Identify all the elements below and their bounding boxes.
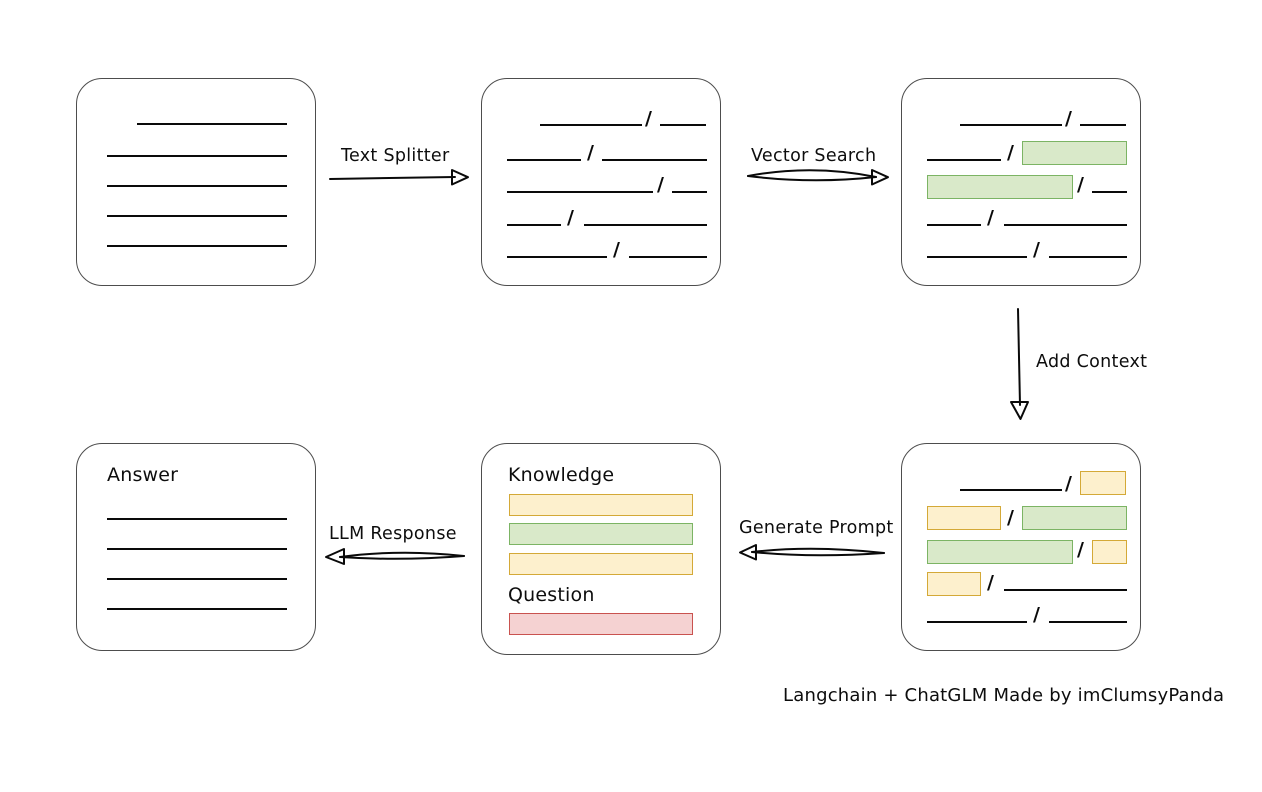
answer-line <box>107 548 287 550</box>
chunk-slash: / <box>987 206 994 229</box>
edge-label-generate-prompt: Generate Prompt <box>739 518 894 538</box>
chunk-highlight-yellow <box>1080 471 1126 495</box>
chunk-line <box>660 124 706 126</box>
edge-label-text-splitter: Text Splitter <box>341 146 450 166</box>
chunk-slash: / <box>1007 506 1014 529</box>
arrow-vector-search <box>747 169 889 186</box>
node-source-document[interactable] <box>76 78 316 286</box>
chunk-line <box>927 621 1027 623</box>
arrow-llm-response <box>325 548 465 565</box>
knowledge-chip-green <box>509 523 693 545</box>
chunk-line <box>507 256 607 258</box>
chunk-slash: / <box>587 141 594 164</box>
answer-line <box>107 578 287 580</box>
answer-heading: Answer <box>107 464 179 486</box>
question-chip-red <box>509 613 693 635</box>
edge-label-llm-response: LLM Response <box>329 524 457 544</box>
footer-caption: Langchain + ChatGLM Made by imClumsyPand… <box>783 685 1225 706</box>
chunk-slash: / <box>567 206 574 229</box>
chunk-slash: / <box>1033 238 1040 261</box>
chunk-highlight-green <box>1022 506 1127 530</box>
chunk-line <box>507 224 561 226</box>
node-vector-matched-chunks[interactable]: / / / / / <box>901 78 1141 286</box>
chunk-highlight-yellow <box>927 572 981 596</box>
edge-label-add-context: Add Context <box>1036 352 1148 372</box>
node-answer[interactable]: Answer <box>76 443 316 651</box>
chunk-slash: / <box>1065 107 1072 130</box>
chunk-line <box>672 191 707 193</box>
chunk-line <box>1092 191 1127 193</box>
chunk-line <box>1080 124 1126 126</box>
arrow-text-splitter <box>329 169 469 186</box>
chunk-slash: / <box>1065 472 1072 495</box>
chunk-slash: / <box>1033 603 1040 626</box>
document-line <box>107 245 287 247</box>
chunk-slash: / <box>645 107 652 130</box>
chunk-slash: / <box>1007 141 1014 164</box>
chunk-line <box>540 124 642 126</box>
chunk-line <box>960 124 1062 126</box>
chunk-slash: / <box>1077 538 1084 561</box>
edge-label-vector-search: Vector Search <box>751 146 877 166</box>
chunk-line <box>507 191 653 193</box>
document-line <box>107 185 287 187</box>
arrow-add-context <box>1010 308 1029 420</box>
chunk-highlight-green <box>927 540 1073 564</box>
knowledge-heading: Knowledge <box>508 464 615 486</box>
answer-line <box>107 518 287 520</box>
chunk-highlight-green <box>927 175 1073 199</box>
document-line <box>107 215 287 217</box>
chunk-slash: / <box>613 238 620 261</box>
chunk-line <box>1049 621 1127 623</box>
answer-line <box>107 608 287 610</box>
chunk-line <box>629 256 707 258</box>
node-prompt[interactable]: Knowledge Question <box>481 443 721 655</box>
chunk-line <box>1004 589 1127 591</box>
question-heading: Question <box>508 584 595 606</box>
chunk-line <box>927 159 1001 161</box>
chunk-line <box>927 224 981 226</box>
node-split-chunks[interactable]: / / / / / <box>481 78 721 286</box>
chunk-highlight-green <box>1022 141 1127 165</box>
knowledge-chip-yellow <box>509 553 693 575</box>
document-line <box>107 155 287 157</box>
chunk-highlight-yellow <box>927 506 1001 530</box>
chunk-line <box>927 256 1027 258</box>
document-line <box>137 123 287 125</box>
knowledge-chip-yellow <box>509 494 693 516</box>
chunk-line <box>602 159 707 161</box>
chunk-line <box>960 489 1062 491</box>
node-context-added-chunks[interactable]: / / / / / <box>901 443 1141 651</box>
chunk-slash: / <box>987 571 994 594</box>
chunk-line <box>584 224 707 226</box>
chunk-slash: / <box>1077 173 1084 196</box>
chunk-slash: / <box>657 173 664 196</box>
chunk-line <box>1004 224 1127 226</box>
chunk-line <box>1049 256 1127 258</box>
arrow-generate-prompt <box>739 544 885 561</box>
chunk-highlight-yellow <box>1092 540 1127 564</box>
chunk-line <box>507 159 581 161</box>
